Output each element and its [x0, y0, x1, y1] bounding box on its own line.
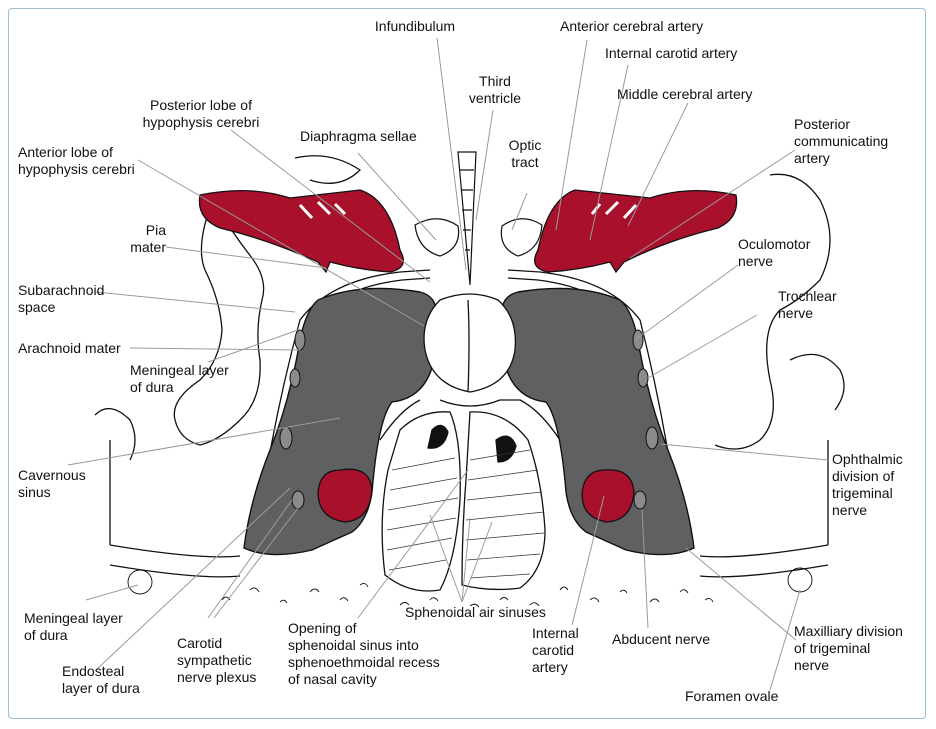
label-meningeal-layer-bottom: Meningeal layer of dura — [24, 610, 123, 644]
label-internal-carotid-artery-bottom: Internal carotid artery — [532, 625, 579, 676]
label-internal-carotid-artery-top: Internal carotid artery — [605, 45, 737, 62]
left-internal-carotid-section — [318, 469, 372, 522]
label-sphenoidal-air-sinuses: Sphenoidal air sinuses — [405, 604, 546, 621]
label-abducent-nerve: Abducent nerve — [612, 631, 710, 648]
label-oculomotor-nerve: Oculomotor nerve — [738, 236, 810, 270]
label-maxillary-division: Maxilliary division of trigeminal nerve — [794, 623, 903, 674]
infundibulum-stalk — [458, 152, 476, 285]
label-endosteal-layer: Endosteal layer of dura — [62, 663, 140, 697]
right-internal-carotid-section — [582, 470, 634, 522]
label-ophthalmic-division: Ophthalmic division of trigeminal nerve — [832, 451, 903, 519]
label-subarachnoid-space: Subarachnoid space — [18, 282, 104, 316]
label-cavernous-sinus: Cavernous sinus — [18, 467, 86, 501]
label-infundibulum: Infundibulum — [360, 18, 470, 35]
label-optic-tract: Optic tract — [495, 137, 555, 171]
label-anterior-lobe: Anterior lobe of hypophysis cerebri — [18, 144, 135, 178]
sphenoidal-sinus — [382, 412, 545, 591]
label-posterior-communicating-artery: Posterior communicating artery — [794, 116, 888, 167]
label-meningeal-layer-top: Meningeal layer of dura — [130, 362, 229, 396]
label-pia-mater: Pia mater — [100, 222, 166, 256]
right-cerebral-arteries — [535, 190, 737, 272]
label-foramen-ovale: Foramen ovale — [685, 688, 778, 705]
label-opening-sphenoidal-sinus: Opening of sphenoidal sinus into sphenoe… — [288, 620, 440, 688]
label-third-ventricle: Third ventricle — [455, 73, 535, 107]
label-diaphragma-sellae: Diaphragma sellae — [300, 128, 417, 145]
label-trochlear-nerve: Trochlear nerve — [778, 288, 837, 322]
label-carotid-sympathetic-plexus: Carotid sympathetic nerve plexus — [177, 635, 256, 686]
label-posterior-lobe: Posterior lobe of hypophysis cerebri — [126, 97, 276, 131]
label-anterior-cerebral-artery: Anterior cerebral artery — [560, 18, 703, 35]
left-cerebral-arteries — [199, 190, 403, 272]
label-middle-cerebral-artery: Middle cerebral artery — [617, 86, 752, 103]
label-arachnoid-mater: Arachnoid mater — [18, 340, 121, 357]
